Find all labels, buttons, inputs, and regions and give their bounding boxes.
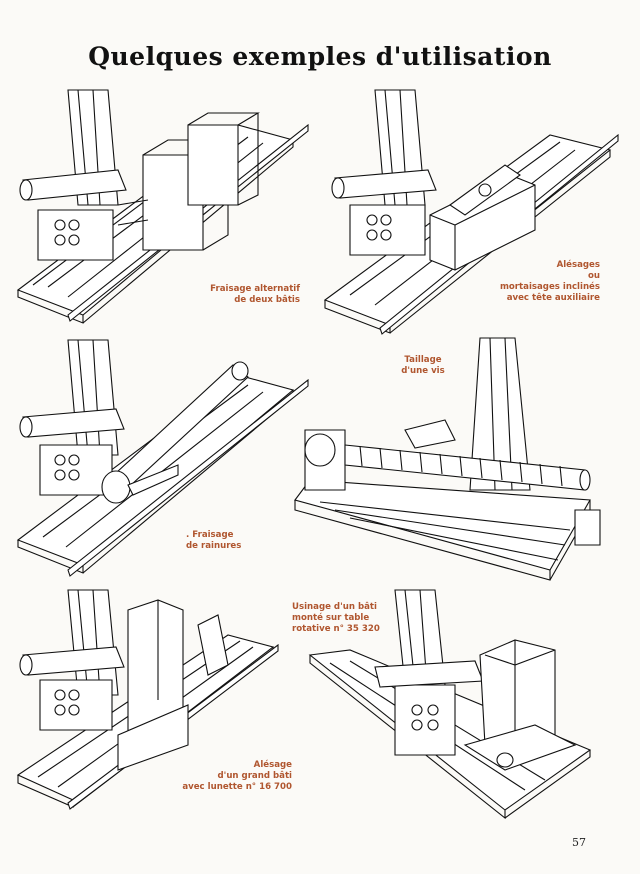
caption-line: mortaisages inclinés [499,282,600,292]
caption-line: . Fraisage [186,530,234,540]
caption-line: d'une vis [401,366,445,376]
page-title: Quelques exemples d'utilisation [88,42,552,71]
caption-slot-milling: . Fraisage de rainures [186,530,266,552]
caption-line: ou [587,271,600,281]
caption-line: Alésages [556,260,600,270]
illustration-inclined-boring [320,90,620,340]
caption-line: avec tête auxiliaire [506,293,600,303]
caption-line: de rainures [186,541,242,551]
caption-line: de deux bâtis [234,295,300,305]
caption-line: d'un grand bâti [217,771,292,781]
illustration-thread-cutting [290,330,610,580]
caption-rotary-table-machining: Usinage d'un bâti monté sur table rotati… [292,602,392,635]
caption-line: rotative n° 35 320 [292,624,380,634]
caption-line: avec lunette n° 16 700 [182,782,292,792]
caption-line: monté sur table [292,613,370,623]
caption-milling-two-frames: Fraisage alternatif de deux bâtis [180,284,300,306]
page-number: 57 [572,836,586,849]
illustration-slot-milling [8,335,308,585]
caption-large-frame-boring: Alésage d'un grand bâti avec lunette n° … [172,760,292,793]
caption-thread-cutting: Taillage d'une vis [388,355,458,377]
caption-line: Usinage d'un bâti [292,602,377,612]
caption-inclined-boring: Alésages ou mortaisages inclinés avec tê… [462,260,600,304]
illustration-milling-two-frames [8,85,308,335]
illustration-rotary-table-machining [305,585,605,825]
caption-line: Taillage [404,355,442,365]
illustration-large-frame-boring [8,585,308,835]
caption-line: Fraisage alternatif [210,284,300,294]
caption-line: Alésage [253,760,292,770]
